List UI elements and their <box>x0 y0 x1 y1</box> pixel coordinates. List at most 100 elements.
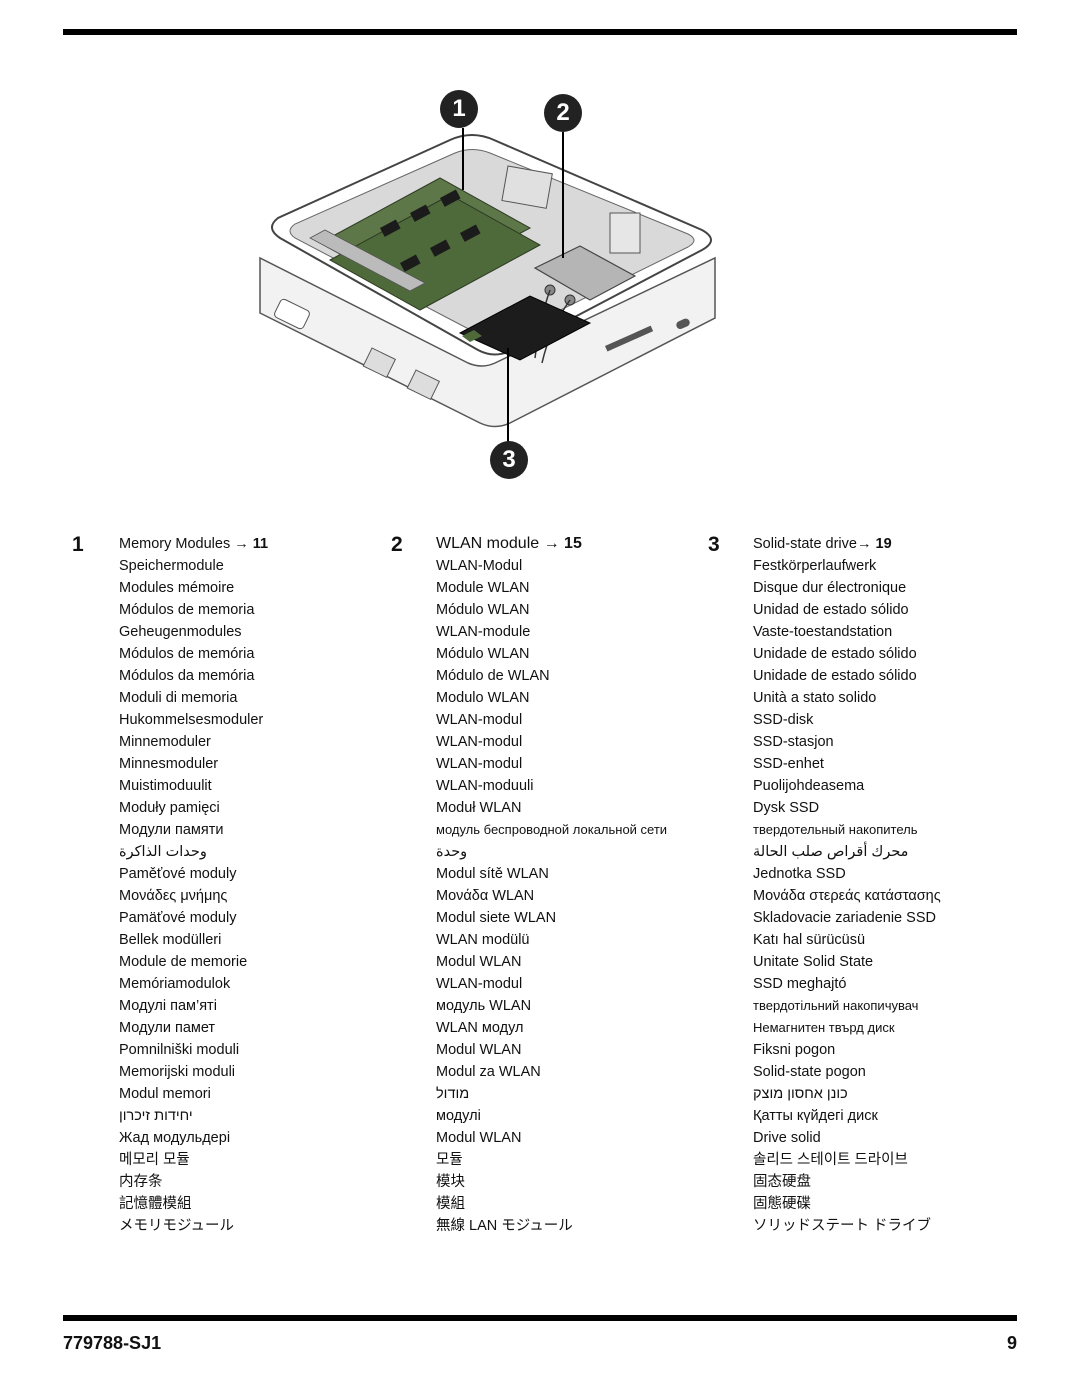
item-number: 2 <box>391 533 403 556</box>
term: Unidade de estado sólido <box>753 668 917 684</box>
callout-2: 2 <box>544 94 582 132</box>
term: WLAN-modul <box>436 734 523 750</box>
term-heading: WLAN module → 15 <box>436 535 582 552</box>
term: Memorijski moduli <box>119 1064 236 1080</box>
term: Geheugenmodules <box>119 624 242 640</box>
term: Modul sítě WLAN <box>436 866 549 882</box>
term: 솔리드 스테이트 드라이브 <box>753 1152 908 1168</box>
term: Μονάδα WLAN <box>436 888 535 904</box>
term: Немагнитен твърд диск <box>753 1020 895 1035</box>
term: Drive solid <box>753 1130 821 1146</box>
term: Festkörperlaufwerk <box>753 558 877 574</box>
term: Hukommelsesmoduler <box>119 712 264 728</box>
term: Unidade de estado sólido <box>753 646 917 662</box>
term: 모듈 <box>436 1152 463 1168</box>
term: Módulo WLAN <box>436 646 530 662</box>
term: מודול <box>436 1086 470 1102</box>
term: Modules mémoire <box>119 580 235 596</box>
term: Jednotka SSD <box>753 866 846 882</box>
term: Dysk SSD <box>753 800 820 816</box>
term: 内存条 <box>119 1174 163 1190</box>
term: SSD-enhet <box>753 756 824 772</box>
term: WLAN модул <box>436 1020 524 1036</box>
term: Modul za WLAN <box>436 1064 541 1080</box>
term: Módulo WLAN <box>436 602 530 618</box>
term: Modul WLAN <box>436 954 522 970</box>
term: Modul WLAN <box>436 1130 522 1146</box>
term: Fiksni pogon <box>753 1042 836 1058</box>
term: 模块 <box>436 1174 465 1190</box>
callout-1: 1 <box>440 90 478 128</box>
term: WLAN-module <box>436 624 531 640</box>
term: 無線 LAN モジュール <box>436 1218 573 1234</box>
term: Module WLAN <box>436 580 530 596</box>
term: Pomnilniški moduli <box>119 1042 240 1058</box>
page-ref: 19 <box>875 536 892 552</box>
term: محرك أقراص صلب الحالة <box>753 844 909 860</box>
term: Modul siete WLAN <box>436 910 557 926</box>
term: Bellek modülleri <box>119 932 222 948</box>
term: メモリモジュール <box>119 1218 234 1234</box>
term: Modul WLAN <box>436 1042 522 1058</box>
term: Disque dur électronique <box>753 580 907 596</box>
term: Módulos de memória <box>119 646 255 662</box>
term: יחידות זיכרון <box>119 1108 193 1124</box>
term: Skladovacie zariadenie SSD <box>753 910 936 926</box>
term: модулі <box>436 1108 481 1124</box>
term: Pamäťové moduly <box>119 910 237 926</box>
bottom-rule <box>63 1315 1017 1321</box>
term: Muistimoduulit <box>119 778 212 794</box>
term: Μονάδα στερεάς κατάστασης <box>753 888 941 904</box>
term: Puolijohdeasema <box>753 778 865 794</box>
term: Katı hal sürücüsü <box>753 932 866 948</box>
term: כונן אחסון מוצק <box>753 1086 848 1102</box>
term: Жад модульдері <box>119 1130 231 1146</box>
term: твердотельный накопитель <box>753 822 918 837</box>
term: SSD-stasjon <box>753 734 834 750</box>
term: WLAN-modul <box>436 712 523 728</box>
term-heading: Memory Modules → 11 <box>119 536 269 552</box>
term: Paměťové moduly <box>119 866 237 882</box>
term: WLAN modülü <box>436 932 530 948</box>
term: Modul memori <box>119 1086 211 1102</box>
document-number: 779788-SJ1 <box>63 1333 162 1353</box>
term: модуль беспроводной локальной сети <box>436 822 668 837</box>
term-list: Solid-state drive→ 19 Festkörperlaufwerk… <box>753 533 941 1237</box>
term: ソリッドステート ドライブ <box>753 1218 932 1234</box>
term: Minnemoduler <box>119 734 211 750</box>
term: WLAN-Modul <box>436 558 523 574</box>
term: وحدة <box>436 844 468 860</box>
term: Memóriamodulok <box>119 976 231 992</box>
term: 固態硬碟 <box>753 1196 811 1212</box>
term: модуль WLAN <box>436 998 532 1014</box>
term: Unità a stato solido <box>753 690 877 706</box>
term: Modulo WLAN <box>436 690 530 706</box>
term-list: Memory Modules → 11 Speichermodule Modul… <box>119 533 268 1237</box>
term: Модули памяти <box>119 822 224 838</box>
memory-modules-drawing <box>309 177 542 311</box>
term: Módulos de memoria <box>119 602 255 618</box>
term: Solid-state pogon <box>753 1064 866 1080</box>
page-number: 9 <box>1006 1333 1017 1353</box>
term: 記憶體模組 <box>119 1196 192 1212</box>
term: SSD-disk <box>753 712 814 728</box>
term: 固态硬盘 <box>753 1174 811 1190</box>
term: Minnesmoduler <box>119 756 219 772</box>
mini-pc-interior-drawing <box>259 128 716 443</box>
term: Speichermodule <box>119 558 224 574</box>
term: Moduły pamięci <box>119 800 220 816</box>
term: Модули памет <box>119 1020 216 1036</box>
term: Μονάδες μνήμης <box>119 888 228 904</box>
device-illustration: 1 2 3 <box>250 78 750 488</box>
term: WLAN-moduuli <box>436 778 534 794</box>
page-ref: 11 <box>252 536 269 552</box>
term: وحدات الذاكرة <box>119 844 207 860</box>
item-number: 3 <box>708 533 720 556</box>
term: Módulos da memória <box>119 668 255 684</box>
item-number: 1 <box>72 533 84 556</box>
term: Unidad de estado sólido <box>753 602 909 618</box>
page-ref: 15 <box>564 535 582 552</box>
callout-3: 3 <box>490 441 528 479</box>
term: Moduł WLAN <box>436 800 522 816</box>
term: Unitate Solid State <box>753 954 874 970</box>
